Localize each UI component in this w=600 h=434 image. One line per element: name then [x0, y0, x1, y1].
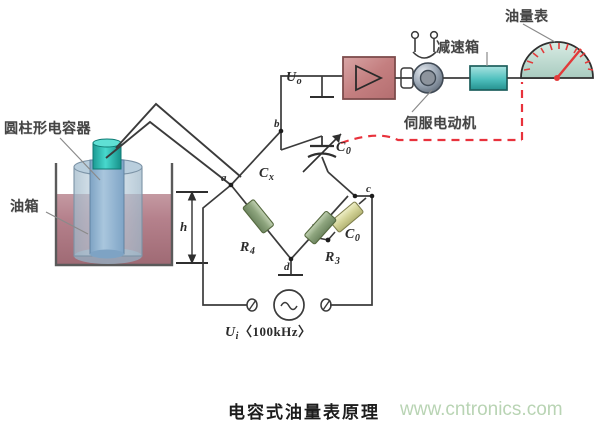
leader-oil-tank — [45, 211, 89, 235]
variable-capacitor-icon — [280, 133, 342, 173]
output-voltage-subscript: o — [296, 75, 303, 87]
c0-variable-symbol: C — [336, 140, 346, 155]
leader-cylindrical-capacitor — [59, 137, 101, 181]
label-output-voltage: Uo — [286, 70, 302, 87]
node-label-d: d — [284, 261, 290, 273]
cylindrical-capacitor-probe — [73, 138, 143, 264]
bridge-node-dots — [228, 128, 375, 262]
label-cx: Cx — [259, 166, 274, 183]
cx-subscript: x — [268, 171, 275, 183]
gauge-pivot — [554, 75, 560, 81]
wire-varc0-lower — [327, 171, 356, 197]
leader-gauge — [522, 23, 556, 43]
servo-motor-icon — [400, 30, 470, 94]
r3-symbol: R — [325, 250, 335, 265]
tuning-arrow-head — [332, 134, 341, 143]
label-r3: R3 — [325, 250, 340, 267]
terminal-icon-right — [320, 298, 332, 312]
label-c0-fixed: C0 — [345, 227, 360, 244]
r4-subscript: 4 — [249, 245, 256, 257]
r3-subscript: 3 — [334, 255, 341, 267]
mechanical-feedback-link — [340, 82, 524, 145]
label-fuel-gauge: 油量表 — [505, 8, 549, 24]
figure-caption: 电容式油量表原理 — [228, 403, 380, 422]
label-oil-tank: 油箱 — [10, 198, 39, 214]
gauge-needle — [556, 48, 582, 79]
probe-lead-inner — [105, 120, 232, 186]
c0-fixed-symbol: C — [345, 227, 355, 242]
resistor-r4 — [242, 199, 274, 234]
dial-gauge-icon — [520, 41, 594, 81]
source-voltage-subscript: i — [235, 330, 239, 342]
c0-variable-subscript: 0 — [345, 145, 352, 157]
node-label-a: a — [221, 172, 227, 184]
probe-lead-wires — [105, 102, 242, 186]
label-servo-motor: 伺服电动机 — [404, 115, 477, 131]
resistor-r3 — [304, 210, 337, 245]
label-r4: R4 — [240, 240, 255, 257]
label-oil-height: h — [180, 219, 188, 234]
arm-b-a-cx — [230, 130, 282, 186]
ac-source-icon — [246, 289, 332, 321]
label-source-voltage: Ui〈100kHz〉 — [225, 321, 312, 342]
cx-symbol: C — [259, 166, 269, 181]
dimension-arrow-down — [187, 254, 197, 265]
c0-fixed-subscript: 0 — [354, 232, 361, 244]
label-cylindrical-capacitor: 圆柱形电容器 — [4, 120, 91, 136]
dimension-arrow-up — [187, 190, 197, 201]
rail-a-to-source — [202, 184, 247, 306]
source-frequency: 〈100kHz〉 — [238, 324, 312, 339]
label-reduction-gearbox: 减速箱 — [436, 39, 480, 55]
terminal-icon-left — [246, 298, 258, 312]
watermark-text: www.cntronics.com — [400, 399, 563, 420]
node-label-b: b — [274, 118, 280, 130]
node-label-c: c — [366, 183, 372, 195]
rail-c-to-source — [330, 196, 373, 306]
source-voltage-symbol: U — [225, 325, 236, 340]
gauge-ticks — [523, 43, 594, 71]
output-voltage-symbol: U — [286, 70, 297, 85]
triangle-amplifier-icon — [355, 64, 384, 92]
tank-outline — [54, 163, 174, 267]
label-c0-variable: C0 — [336, 140, 351, 157]
r4-symbol: R — [240, 240, 250, 255]
reduction-gearbox-block — [469, 65, 508, 91]
amplifier-block — [342, 56, 396, 100]
probe-lead-outer — [115, 102, 242, 178]
leader-servo-motor — [411, 89, 433, 113]
callout-leaders — [45, 23, 556, 235]
probe-inner-bottom — [90, 249, 124, 259]
feedback-path-left — [340, 134, 522, 145]
